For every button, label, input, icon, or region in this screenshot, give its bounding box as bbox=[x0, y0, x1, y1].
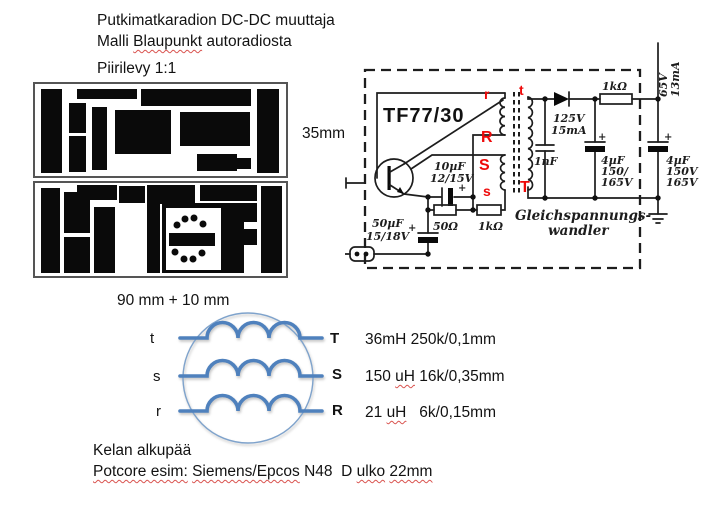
winding-start-r: r bbox=[156, 403, 161, 420]
svg-text:+: + bbox=[458, 183, 466, 194]
diode-symbol: 125V 15mA bbox=[551, 91, 587, 137]
c5-v2: 165V bbox=[666, 176, 699, 189]
c2-voltage: 15/18V bbox=[366, 230, 411, 243]
pcb-width-label: 35mm bbox=[302, 125, 346, 142]
r1-value: 50Ω bbox=[433, 220, 458, 233]
winding-start-note: Kelan alkupää bbox=[93, 442, 192, 459]
output-current-label: 13mA bbox=[669, 61, 682, 97]
transformer-symbol bbox=[499, 92, 534, 196]
winding-label-R: R bbox=[481, 129, 493, 146]
pcb-scale-label: Piirilevy 1:1 bbox=[97, 60, 177, 77]
diode-rating-i: 15mA bbox=[551, 124, 587, 137]
resistor-50ohm: 50Ω bbox=[433, 204, 458, 233]
pcb-layout-image bbox=[33, 82, 288, 278]
converter-dashed-box bbox=[363, 68, 642, 270]
c4-value: 4µF bbox=[601, 154, 626, 167]
junction-dots bbox=[425, 96, 661, 257]
ground-symbol bbox=[648, 213, 668, 224]
output-voltage-label: 65V bbox=[657, 72, 670, 97]
transistor-symbol bbox=[374, 158, 414, 198]
capacitor-4uF-outer: + 4µF 150V 165V bbox=[647, 42, 699, 215]
winding-coil-t bbox=[178, 320, 324, 340]
winding-spec-S: 150 uH 16k/0,35mm bbox=[365, 368, 505, 385]
svg-text:+: + bbox=[664, 132, 672, 143]
capacitor-4uF-inner: + 4µF 150/ 165V bbox=[584, 98, 634, 199]
winding-end-S: S bbox=[332, 366, 343, 383]
c1-value: 10µF bbox=[434, 160, 466, 173]
winding-label-S: S bbox=[479, 157, 490, 174]
subtitle-brand: Blaupunkt bbox=[133, 33, 203, 50]
winding-start-t: t bbox=[150, 330, 155, 347]
circuit-schematic: TF77/30 + 50µF 15/18V + 10µF 12/15 bbox=[345, 42, 699, 270]
svg-text:+: + bbox=[408, 223, 416, 234]
c1-voltage: 12/15V bbox=[430, 172, 475, 185]
resistor-1kohm-output: 1kΩ bbox=[599, 80, 633, 105]
potcore-note: Potcore esim: Siemens/Epcos N48 D ulko 2… bbox=[93, 463, 433, 480]
converter-caption-line1: Gleichspannungs- bbox=[515, 208, 651, 224]
winding-label-t: t bbox=[519, 82, 524, 98]
winding-end-R: R bbox=[332, 402, 343, 419]
pcb-pad-cluster bbox=[169, 214, 215, 263]
capacitor-50uF: + 50µF 15/18V bbox=[366, 217, 439, 243]
potcore-winding-diagram bbox=[178, 312, 324, 444]
page-subtitle: Malli Blaupunkt autoradiosta bbox=[97, 32, 292, 52]
r3-value: 1kΩ bbox=[602, 80, 627, 93]
winding-coil-r bbox=[178, 393, 324, 413]
pcb-length-label: 90 mm + 10 mm bbox=[117, 292, 230, 309]
winding-label-r: r bbox=[484, 86, 490, 102]
page-title: Putkimatkaradion DC-DC muuttaja bbox=[97, 12, 335, 29]
potcore-circle bbox=[182, 312, 314, 444]
supply-connector-symbol bbox=[349, 246, 375, 262]
c4-v2: 165V bbox=[601, 176, 634, 189]
winding-label-s: s bbox=[483, 183, 491, 199]
c5-v1: 150V bbox=[666, 165, 699, 178]
capacitor-1nF: 1nF bbox=[534, 98, 559, 199]
winding-start-s: s bbox=[153, 368, 161, 385]
r2-value: 1kΩ bbox=[478, 220, 503, 233]
c2-value: 50µF bbox=[372, 217, 404, 230]
winding-label-T: T bbox=[520, 179, 530, 196]
subtitle-prefix: Malli bbox=[97, 33, 134, 50]
pcb-top-layout bbox=[33, 82, 288, 178]
converter-caption-line2: wandler bbox=[548, 223, 609, 239]
c4-v1: 150/ bbox=[601, 165, 629, 178]
winding-coil-s bbox=[178, 358, 324, 378]
diode-rating-v: 125V bbox=[553, 112, 586, 125]
winding-spec-R: 21 uH 6k/0,15mm bbox=[365, 404, 496, 421]
winding-spec-T: 36mH 250k/0,1mm bbox=[365, 331, 496, 348]
capacitor-10uF: + 10µF 12/15V bbox=[430, 160, 475, 207]
pcb-bottom-layout bbox=[33, 181, 288, 278]
svg-text:+: + bbox=[598, 132, 606, 143]
resistor-1kohm-base: 1kΩ bbox=[476, 204, 503, 233]
winding-end-T: T bbox=[330, 330, 340, 347]
transistor-type-label: TF77/30 bbox=[383, 105, 464, 127]
subtitle-suffix: autoradiosta bbox=[202, 33, 292, 50]
c5-value: 4µF bbox=[666, 154, 691, 167]
c3-value: 1nF bbox=[534, 155, 559, 168]
